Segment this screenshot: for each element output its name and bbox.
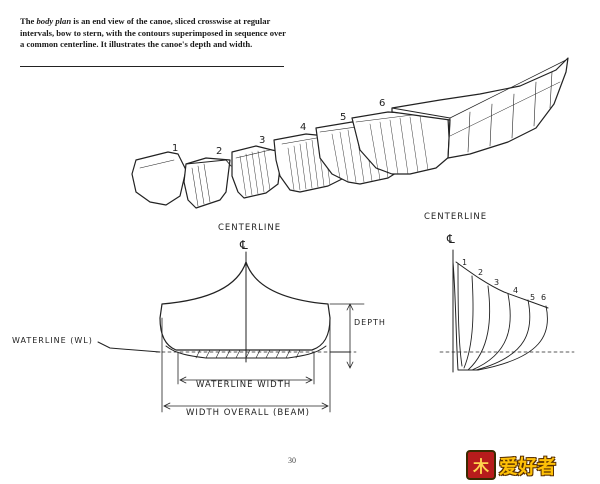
- station-number-4: 4: [513, 286, 519, 295]
- slice-number-3: 3: [259, 135, 266, 146]
- left-centerline-label: CENTERLINE: [218, 223, 282, 233]
- station-number-6: 6: [541, 293, 547, 302]
- watermark: 木 爱好者: [466, 450, 594, 480]
- caption: The body plan is an end view of the cano…: [20, 16, 290, 51]
- slice-2: [183, 157, 232, 209]
- right-body-plan: [439, 249, 575, 373]
- watermark-text: 爱好者: [499, 455, 557, 478]
- station-number-1: 1: [462, 258, 468, 267]
- station-number-3: 3: [494, 278, 500, 287]
- page-number: 30: [288, 456, 296, 465]
- right-centerline-label: CENTERLINE: [424, 212, 488, 222]
- waterline-label: WATERLINE (WL): [12, 336, 93, 345]
- watermark-logo: 木: [466, 450, 496, 480]
- slice-number-2: 2: [216, 146, 223, 157]
- left-centerline-symbol: ℄: [240, 238, 249, 252]
- caption-text: is an end view of the canoe, sliced cros…: [20, 16, 286, 49]
- slice-3: [231, 145, 283, 199]
- stern-section: [391, 57, 569, 159]
- slice-number-5: 5: [340, 112, 347, 123]
- slice-1: [131, 151, 187, 206]
- waterline-width-label: WATERLINE WIDTH: [196, 380, 292, 390]
- station-number-5: 5: [530, 293, 536, 302]
- right-centerline-symbol: ℄: [447, 232, 456, 246]
- slice-number-6: 6: [379, 98, 386, 109]
- caption-lead: The: [20, 16, 37, 26]
- width-overall-label: WIDTH OVERALL (BEAM): [186, 408, 311, 418]
- slice-number-4: 4: [300, 122, 307, 133]
- caption-term: body plan: [36, 16, 72, 26]
- slice-number-1: 1: [172, 143, 179, 154]
- station-number-2: 2: [478, 268, 484, 277]
- caption-rule: [20, 66, 284, 67]
- depth-label: DEPTH: [354, 318, 386, 327]
- left-body-plan: [97, 251, 365, 413]
